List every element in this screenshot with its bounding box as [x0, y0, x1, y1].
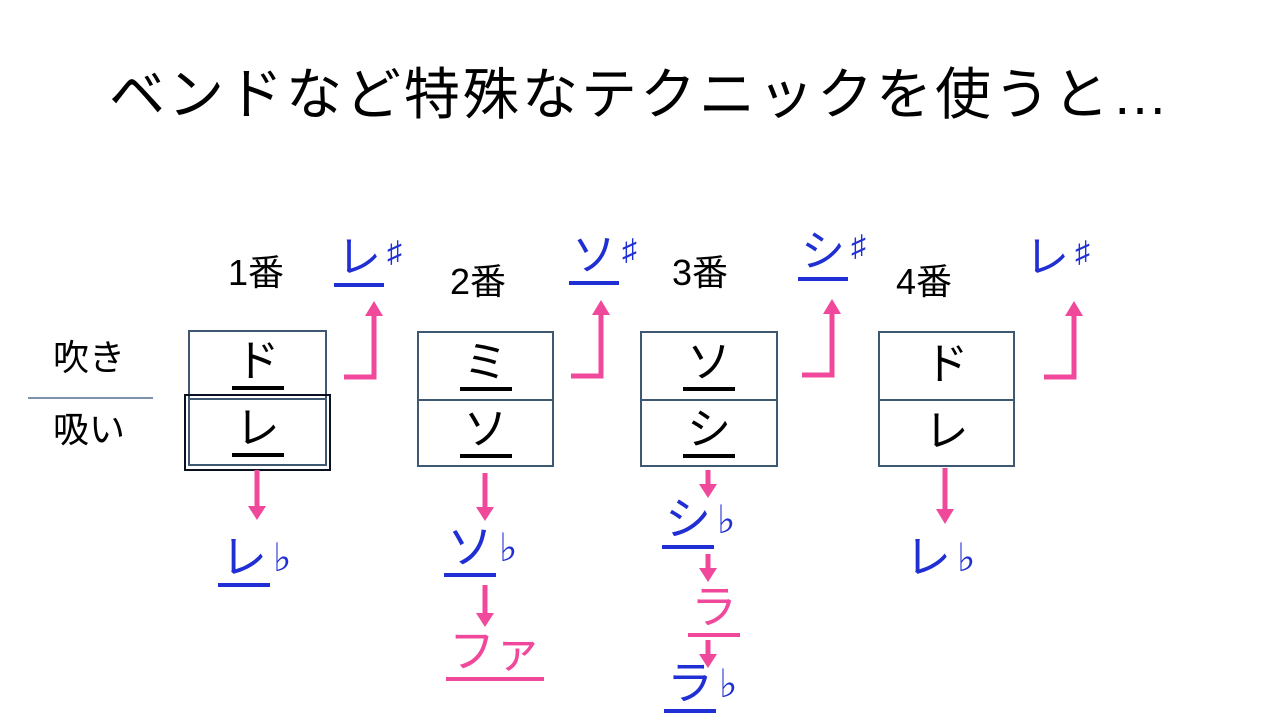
- bend-up-arrow-icon: [1041, 299, 1085, 383]
- hole-box-1: ド レ: [188, 330, 327, 466]
- bend-down-note-3c: ラ♭: [664, 660, 737, 713]
- bend-up-note-3: シ♯: [798, 230, 866, 281]
- row-label-blow: 吹き: [53, 337, 126, 378]
- row-divider-line: [28, 397, 153, 399]
- hole-box-3: ソ シ: [640, 331, 778, 467]
- row-label-draw: 吸い: [53, 409, 126, 450]
- bend-down-arrow-icon: [934, 468, 956, 524]
- bend-down-arrow-icon: [697, 554, 719, 582]
- blow-cell-2: ミ: [419, 333, 552, 399]
- note-char: ファ: [446, 628, 544, 681]
- draw-cell-3: シ: [642, 399, 776, 465]
- note-char: レ: [905, 531, 951, 583]
- bend-down-note-1: レ♭: [218, 534, 291, 587]
- flat-sign: ♭: [273, 537, 292, 581]
- hole-box-4: ド レ: [878, 331, 1015, 467]
- note-char: ラ: [688, 584, 740, 637]
- hole-label-4: 4番: [896, 261, 953, 302]
- hole-label-1: 1番: [228, 252, 285, 293]
- hole-box-2: ミ ソ: [417, 331, 554, 467]
- bend-up-note-1: レ♯: [334, 236, 402, 287]
- bend-down-note-3b: ラ: [688, 584, 743, 637]
- sharp-sign: ♯: [851, 229, 866, 263]
- bend-up-arrow-icon: [568, 298, 612, 382]
- bend-up-note-4: レ♯: [1022, 236, 1090, 283]
- note-char: シ: [798, 230, 848, 281]
- draw-cell-4: レ: [880, 399, 1013, 465]
- note-char: レ: [334, 236, 384, 287]
- note-char: レ: [1025, 233, 1069, 282]
- flat-sign: ♭: [499, 527, 518, 571]
- flat-sign: ♭: [957, 537, 976, 581]
- blow-cell-1: ド: [190, 332, 325, 398]
- note-char: ソ: [569, 234, 619, 285]
- bend-down-arrow-icon: [474, 473, 496, 521]
- blow-cell-3: ソ: [642, 333, 776, 399]
- flat-sign: ♭: [719, 663, 738, 707]
- draw-cell-2: ソ: [419, 399, 552, 465]
- bend-down-arrow-icon: [246, 470, 268, 520]
- note-char: レ: [218, 534, 270, 587]
- note-char: シ: [662, 496, 714, 549]
- bend-down-arrow-icon: [474, 585, 496, 627]
- blow-cell-4: ド: [924, 340, 969, 389]
- bend-down-arrow-icon: [697, 640, 719, 668]
- slide-title: ベンドなど特殊なテクニックを使うと…: [109, 63, 1171, 126]
- draw-cell-highlight-box: [184, 394, 331, 471]
- bend-down-note-3a: シ♭: [662, 496, 735, 549]
- bend-up-note-2: ソ♯: [569, 234, 637, 285]
- note-char: ラ: [664, 660, 716, 713]
- bend-down-note-4: レ♭: [902, 534, 975, 583]
- bend-down-note-2a: ソ♭: [444, 524, 517, 577]
- bend-up-arrow-icon: [799, 297, 843, 381]
- sharp-sign: ♯: [1075, 235, 1090, 269]
- hole-label-2: 2番: [450, 261, 507, 302]
- bend-down-note-2b: ファ: [446, 628, 547, 681]
- sharp-sign: ♯: [622, 233, 637, 267]
- note-char: ソ: [444, 524, 496, 577]
- hole-label-3: 3番: [672, 252, 729, 293]
- flat-sign: ♭: [717, 499, 736, 543]
- bend-down-arrow-icon: [697, 470, 719, 498]
- sharp-sign: ♯: [387, 235, 402, 269]
- draw-cell-1: レ: [190, 398, 325, 464]
- bend-up-arrow-icon: [341, 299, 385, 383]
